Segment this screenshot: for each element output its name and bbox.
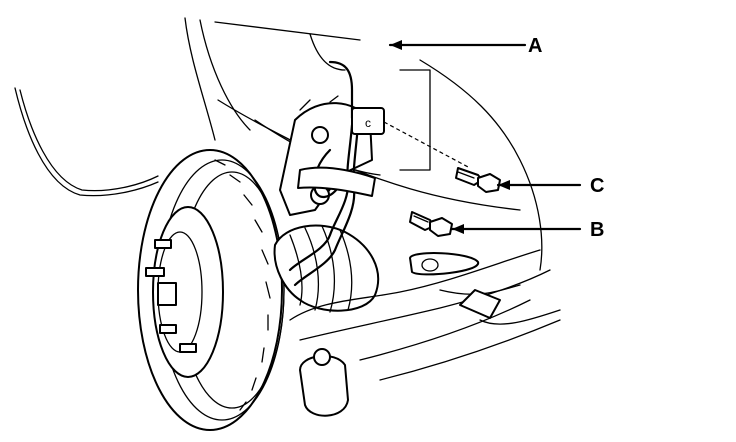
wheel-studs xyxy=(145,239,197,353)
callout-label-a: A xyxy=(528,35,542,57)
guide-line-c xyxy=(383,121,471,169)
stabilizer-link xyxy=(409,252,561,325)
drive-shaft-boot xyxy=(273,224,380,313)
svg-text:c: c xyxy=(365,116,371,130)
sensor-bracket xyxy=(297,166,376,197)
brake-hose xyxy=(14,87,159,197)
brake-hose-inner xyxy=(19,89,159,192)
bolt-b xyxy=(409,211,453,237)
lower-arm xyxy=(289,249,561,417)
callout-label-b: B xyxy=(590,219,604,241)
sensor-wire: c xyxy=(288,60,385,287)
callout-leaders xyxy=(388,40,582,234)
bolt-c xyxy=(455,167,501,193)
callout-label-c: C xyxy=(590,175,604,197)
